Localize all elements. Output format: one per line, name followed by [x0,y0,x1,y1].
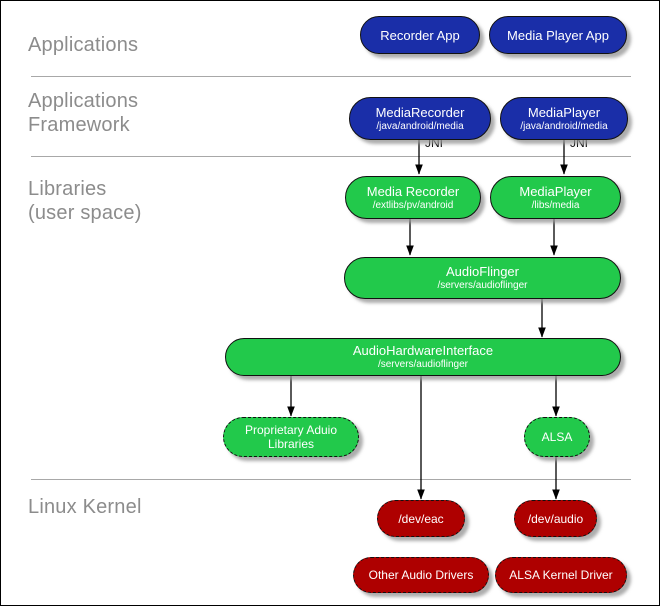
separator-libraries [31,479,631,480]
node-title: Other Audio Drivers [368,568,474,582]
node-subtitle: /java/android/media [376,120,464,132]
separator-framework [31,156,631,157]
node-recorder-app[interactable]: Recorder App [360,16,480,54]
band-label-libraries: Libraries (user space) [28,178,142,224]
node-title: /dev/audio [527,511,584,526]
band-label-applications-framework: Applications Framework [28,90,139,136]
node-mediarecorder-framework[interactable]: MediaRecorder /java/android/media [349,97,491,140]
node-subtitle: /java/android/media [520,120,608,132]
node-title: /dev/eac [398,511,444,526]
node-title: Recorder App [380,27,460,43]
node-media-player-app[interactable]: Media Player App [489,16,627,54]
node-title: AudioHardwareInterface [352,343,494,358]
band-label-applications: Applications [28,34,139,56]
node-alsa[interactable]: ALSA [524,417,590,457]
node-title: Media Player App [507,27,609,43]
separator-applications [31,76,631,77]
node-dev-eac[interactable]: /dev/eac [377,500,465,537]
node-subtitle: /libs/media [531,199,580,211]
node-audioflinger[interactable]: AudioFlinger /servers/audioflinger [344,257,621,299]
node-title: Proprietary Aduio Libraries [244,423,338,451]
band-label-linux-kernel: Linux Kernel [28,496,142,518]
node-media-recorder-library[interactable]: Media Recorder /extlibs/pv/android [345,176,481,219]
node-other-audio-drivers[interactable]: Other Audio Drivers [353,557,489,593]
node-subtitle: /servers/audioflinger [377,359,469,370]
node-title: Media Recorder [366,183,460,199]
node-title: ALSA [541,430,573,444]
node-title: ALSA Kernel Driver [509,568,613,582]
node-proprietary-audio-libraries[interactable]: Proprietary Aduio Libraries [223,417,359,457]
node-title: MediaPlayer [527,104,601,120]
node-title: MediaPlayer [519,183,592,199]
node-dev-audio[interactable]: /dev/audio [514,500,597,537]
node-audiohardwareinterface[interactable]: AudioHardwareInterface /servers/audiofli… [225,338,621,376]
node-mediaplayer-library[interactable]: MediaPlayer /libs/media [490,176,621,219]
node-mediaplayer-framework[interactable]: MediaPlayer /java/android/media [500,97,628,140]
node-alsa-kernel-driver[interactable]: ALSA Kernel Driver [495,557,627,593]
node-title: AudioFlinger [446,264,519,279]
node-title: MediaRecorder [375,104,465,120]
node-subtitle: /servers/audioflinger [437,280,528,291]
node-subtitle: /extlibs/pv/android [372,199,454,211]
